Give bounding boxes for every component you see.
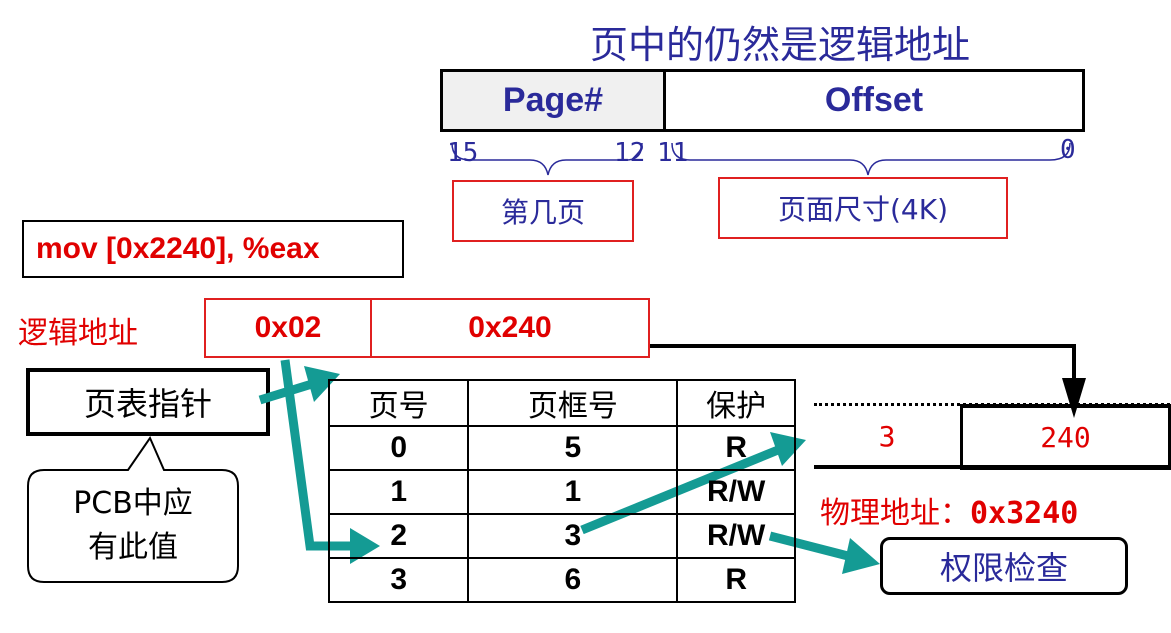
logical-offset-cell: 0x240 — [370, 298, 650, 358]
protection-cell: R — [676, 425, 796, 471]
diagram-title: 页中的仍然是逻辑地址 — [589, 23, 970, 67]
offset-to-physical-line — [650, 344, 1086, 418]
frame-number-cell: 6 — [467, 557, 679, 603]
protection-cell: R — [676, 557, 796, 603]
instruction-box: mov [0x2240], %eax — [22, 220, 404, 278]
page-table-pointer-box: 页表指针 — [26, 368, 270, 436]
pcb-callout-bubble — [27, 435, 239, 583]
table-row: 0 5 R — [327, 425, 796, 471]
page-number-cell: 1 — [327, 469, 470, 515]
physical-address-label: 物理地址：0x3240 — [820, 488, 1078, 532]
address-format-box — [440, 69, 1085, 132]
page-table: 页号 页框号 保护 0 5 R 1 1 R/W 2 3 R/W 3 6 R — [327, 379, 796, 603]
page-number-cell: 3 — [327, 557, 470, 603]
physical-address-value: 0x3240 — [970, 496, 1079, 531]
frame-number-cell: 3 — [467, 513, 679, 559]
page-number-cell: 0 — [327, 425, 470, 471]
header-page-number: 页号 — [327, 379, 470, 427]
page-number-cell: 2 — [327, 513, 470, 559]
offset-field: Offset — [824, 81, 924, 119]
table-row: 1 1 R/W — [327, 469, 796, 515]
permission-check-box: 权限检查 — [880, 537, 1128, 595]
table-row: 2 3 R/W — [327, 513, 796, 559]
table-row: 3 6 R — [327, 557, 796, 603]
permission-arrowhead — [842, 538, 880, 574]
logical-address-label: 逻辑地址 — [18, 316, 138, 351]
pcb-note-line-2: 有此值 — [88, 530, 178, 565]
physical-offset-cell: 240 — [960, 404, 1171, 470]
physical-frame-cell: 3 — [878, 419, 896, 453]
physical-address-prefix: 物理地址： — [820, 496, 970, 531]
page-number-field: Page# — [443, 72, 666, 129]
protection-cell: R/W — [676, 469, 796, 515]
pcb-callout: PCB中应 有此值 — [24, 470, 242, 582]
header-protection: 保护 — [676, 379, 796, 427]
pointer-arrowhead — [304, 366, 340, 402]
logical-page-cell: 0x02 — [204, 298, 372, 358]
header-frame-number: 页框号 — [467, 379, 679, 427]
page-size-note: 页面尺寸(4K) — [718, 177, 1008, 239]
offset-field-brace — [671, 142, 1071, 176]
page-table-header-row: 页号 页框号 保护 — [327, 379, 796, 427]
page-field-brace — [451, 142, 643, 176]
pcb-note-line-1: PCB中应 — [73, 486, 193, 521]
frame-number-cell: 5 — [467, 425, 679, 471]
protection-cell: R/W — [676, 513, 796, 559]
page-index-note: 第几页 — [452, 180, 634, 242]
frame-number-cell: 1 — [467, 469, 679, 515]
